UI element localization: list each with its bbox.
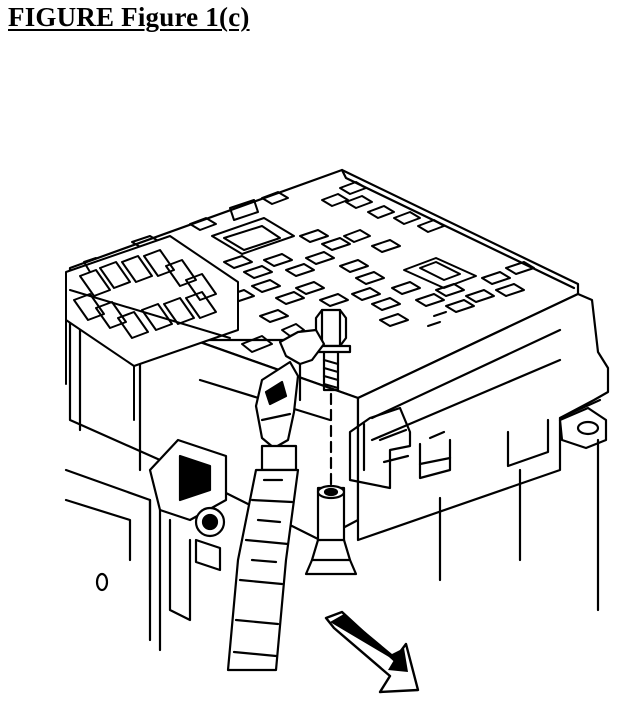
ground-stud — [306, 486, 356, 574]
fuse-block-side-face — [350, 294, 608, 610]
figure-title: FIGURE Figure 1(c) — [8, 2, 250, 32]
harness-connector — [66, 440, 226, 650]
connector-bank — [66, 236, 238, 420]
ground-wire-terminal — [228, 330, 324, 670]
direction-arrow — [326, 612, 418, 692]
